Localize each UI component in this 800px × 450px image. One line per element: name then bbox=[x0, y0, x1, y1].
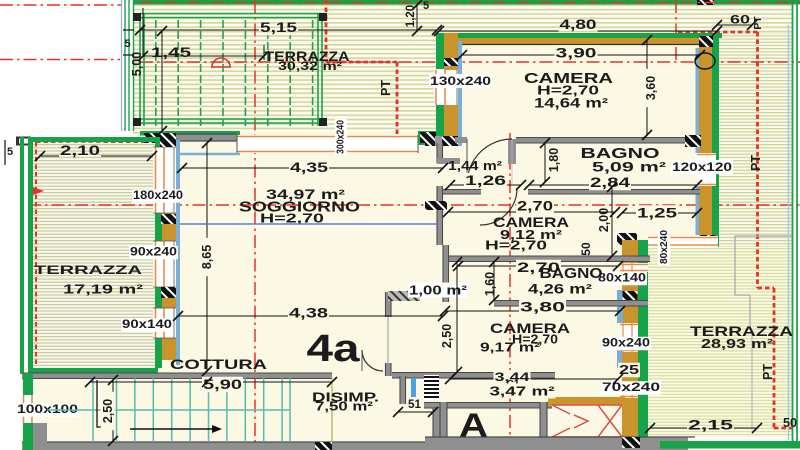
svg-text:2,15: 2,15 bbox=[688, 418, 734, 433]
svg-text:3,47 m²: 3,47 m² bbox=[490, 384, 556, 399]
svg-text:5,15: 5,15 bbox=[260, 20, 298, 35]
svg-text:5: 5 bbox=[423, 0, 429, 12]
svg-text:1,80: 1,80 bbox=[547, 148, 561, 172]
svg-text:80x240: 80x240 bbox=[658, 230, 670, 264]
svg-text:SOGGIORNO: SOGGIORNO bbox=[239, 199, 360, 216]
svg-text:4,26 m²: 4,26 m² bbox=[528, 282, 593, 297]
svg-text:4,38: 4,38 bbox=[289, 306, 329, 321]
svg-text:1,25: 1,25 bbox=[637, 206, 678, 221]
svg-text:CAMERA: CAMERA bbox=[490, 320, 570, 336]
svg-text:TERRAZZA: TERRAZZA bbox=[34, 265, 142, 277]
svg-text:4,35: 4,35 bbox=[290, 160, 329, 175]
svg-text:1,60: 1,60 bbox=[483, 272, 497, 296]
svg-text:34,97 m²: 34,97 m² bbox=[266, 187, 346, 202]
svg-text:3,44: 3,44 bbox=[495, 370, 530, 384]
svg-text:50: 50 bbox=[783, 416, 797, 430]
svg-text:51: 51 bbox=[408, 397, 421, 411]
svg-text:CAMERA: CAMERA bbox=[524, 70, 613, 87]
svg-text:2,70: 2,70 bbox=[517, 260, 560, 275]
svg-text:5,09 m²: 5,09 m² bbox=[592, 160, 667, 175]
svg-text:90x240: 90x240 bbox=[602, 338, 650, 350]
svg-text:DISIMP.: DISIMP. bbox=[312, 391, 379, 405]
svg-text:TERRAZZA: TERRAZZA bbox=[265, 48, 350, 64]
svg-text:17,19 m²: 17,19 m² bbox=[63, 282, 144, 297]
svg-text:8,65: 8,65 bbox=[200, 245, 214, 269]
svg-text:14,64 m²: 14,64 m² bbox=[534, 96, 609, 111]
svg-text:PT: PT bbox=[761, 364, 775, 380]
svg-text:4,80: 4,80 bbox=[560, 17, 597, 32]
svg-text:5: 5 bbox=[7, 146, 13, 158]
svg-text:25: 25 bbox=[619, 363, 639, 377]
svg-text:2,70: 2,70 bbox=[517, 199, 553, 214]
svg-text:3,90: 3,90 bbox=[556, 46, 597, 61]
svg-text:1,00 m²: 1,00 m² bbox=[409, 283, 468, 298]
svg-text:1,26: 1,26 bbox=[465, 173, 507, 188]
svg-text:120x120: 120x120 bbox=[672, 160, 732, 174]
svg-text:70x240: 70x240 bbox=[602, 382, 660, 394]
svg-text:2,84: 2,84 bbox=[590, 175, 631, 190]
svg-text:PT: PT bbox=[752, 16, 764, 30]
svg-text:90x140: 90x140 bbox=[122, 319, 172, 331]
svg-text:9,12 m²: 9,12 m² bbox=[500, 227, 563, 242]
svg-text:H=2,70: H=2,70 bbox=[512, 332, 558, 347]
svg-text:80x140: 80x140 bbox=[598, 273, 646, 285]
svg-text:A: A bbox=[459, 407, 488, 444]
svg-text:H=2,70: H=2,70 bbox=[260, 211, 324, 226]
svg-text:BAGNO: BAGNO bbox=[540, 266, 603, 282]
svg-text:1,20: 1,20 bbox=[405, 5, 417, 27]
svg-text:2,00: 2,00 bbox=[597, 208, 611, 232]
svg-text:BAGNO: BAGNO bbox=[581, 145, 660, 162]
svg-text:3,60: 3,60 bbox=[644, 76, 658, 100]
svg-text:4a: 4a bbox=[307, 328, 361, 370]
svg-text:H=2,70: H=2,70 bbox=[485, 238, 547, 253]
svg-text:30,32 m²: 30,32 m² bbox=[278, 59, 342, 73]
svg-text:H=2,70: H=2,70 bbox=[537, 83, 599, 98]
svg-text:180x240: 180x240 bbox=[133, 190, 183, 202]
svg-text:50: 50 bbox=[579, 242, 593, 256]
svg-text:PT: PT bbox=[379, 80, 393, 96]
svg-text:3,80: 3,80 bbox=[520, 300, 565, 315]
svg-text:COTTURA: COTTURA bbox=[170, 356, 267, 372]
svg-text:1,45: 1,45 bbox=[151, 45, 192, 60]
svg-text:5,00: 5,00 bbox=[130, 52, 144, 76]
svg-text:2,50: 2,50 bbox=[440, 324, 454, 348]
svg-text:5,90: 5,90 bbox=[203, 377, 242, 392]
svg-text:60: 60 bbox=[730, 13, 750, 27]
svg-text:90x240: 90x240 bbox=[130, 247, 177, 259]
svg-text:CAMERA: CAMERA bbox=[493, 214, 569, 230]
svg-text:2,10: 2,10 bbox=[60, 143, 100, 158]
svg-text:1,44 m²: 1,44 m² bbox=[448, 158, 503, 173]
svg-text:2,50: 2,50 bbox=[101, 399, 115, 423]
svg-text:9,17 m²: 9,17 m² bbox=[480, 340, 541, 355]
svg-text:130x240: 130x240 bbox=[430, 74, 491, 88]
svg-text:28,93 m²: 28,93 m² bbox=[701, 336, 774, 351]
svg-text:TERRAZZA: TERRAZZA bbox=[690, 323, 793, 339]
svg-text:300x240: 300x240 bbox=[336, 120, 347, 154]
svg-text:7,50 m²: 7,50 m² bbox=[315, 400, 373, 414]
svg-text:5: 5 bbox=[124, 38, 130, 50]
svg-text:PT: PT bbox=[749, 155, 763, 171]
